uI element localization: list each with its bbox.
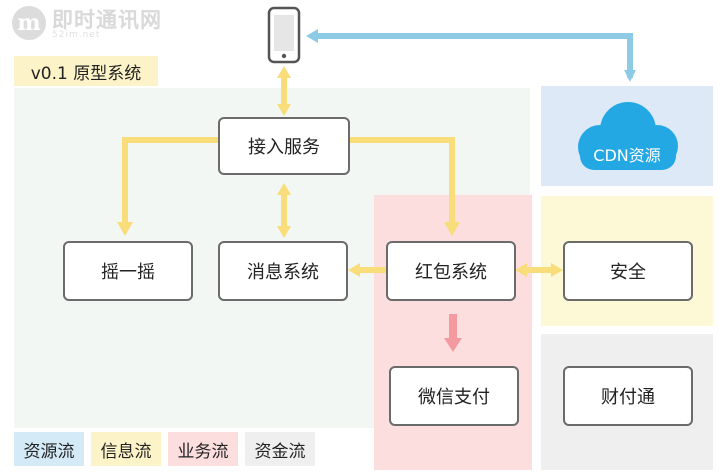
- version-label: v0.1 原型系统: [14, 56, 158, 86]
- smartphone-icon: [267, 6, 301, 64]
- shake-box: 摇一摇: [63, 241, 193, 301]
- legend-resource-flow: 资源流: [14, 432, 84, 466]
- phone-access-arrow: [277, 66, 291, 116]
- cdn-label: CDN资源: [593, 146, 661, 165]
- access-message-arrow: [277, 183, 291, 238]
- cdn-phone-arrow: [306, 29, 636, 82]
- wechat-pay-box: 微信支付: [389, 366, 519, 426]
- access-redpacket-arrow: [350, 137, 460, 236]
- redpacket-security-arrow: [515, 263, 563, 277]
- access-service-box: 接入服务: [218, 117, 350, 175]
- redpacket-message-arrow: [348, 263, 386, 277]
- redpacket-wechatpay-arrow: [444, 314, 462, 352]
- access-shake-arrow: [117, 137, 218, 236]
- logo-tagline: 52im.net: [52, 30, 101, 40]
- message-system-box: 消息系统: [218, 241, 348, 301]
- security-box: 安全: [563, 241, 693, 301]
- cloud-icon: [578, 102, 678, 170]
- logo-name: 即时通讯网: [52, 8, 162, 32]
- tenpay-box: 财付通: [563, 366, 693, 426]
- site-logo: m 即时通讯网 52im.net: [8, 2, 178, 46]
- redpacket-system-box: 红包系统: [386, 241, 516, 301]
- legend-funds-flow: 资金流: [245, 432, 315, 466]
- legend-info-flow: 信息流: [91, 432, 161, 466]
- logo-mark-icon: m: [12, 6, 46, 40]
- legend-business-flow: 业务流: [168, 432, 238, 466]
